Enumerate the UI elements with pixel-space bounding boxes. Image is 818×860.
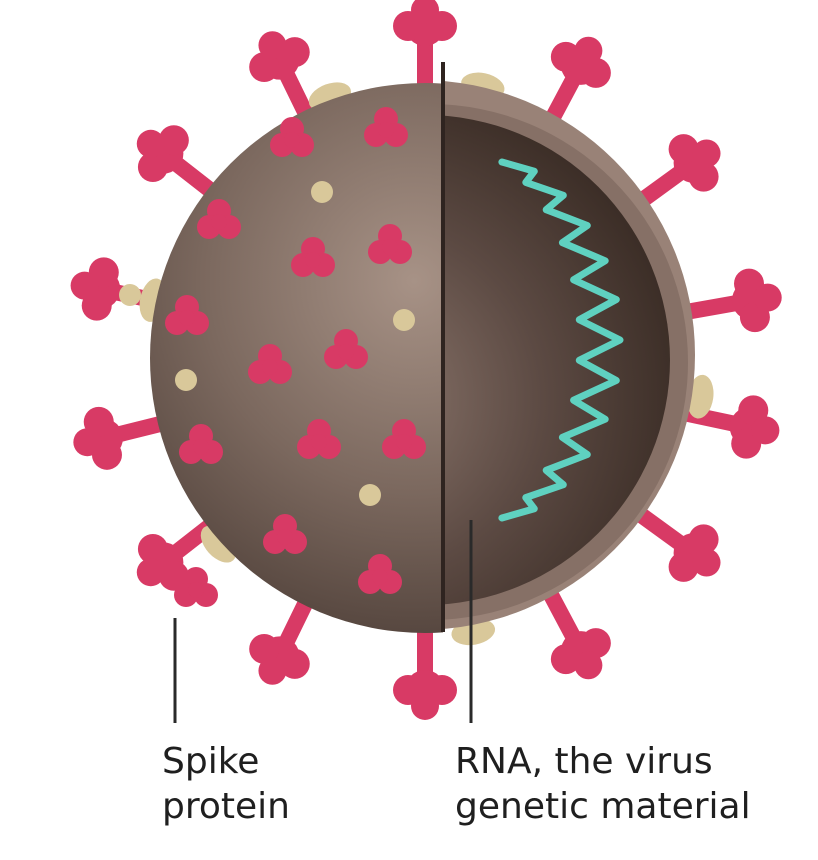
rna-strand-icon: [498, 158, 624, 522]
rna-label-line2: genetic material: [455, 786, 751, 827]
lipid-particle-icon: [119, 284, 141, 306]
virus-cutaway-half: [443, 81, 695, 629]
spike-protein-icon: [324, 329, 368, 369]
spike-protein-icon: [174, 567, 218, 607]
lipid-particle-icon: [359, 484, 381, 506]
spike-protein-icon: [263, 514, 307, 554]
spike-protein-icon: [249, 31, 328, 151]
lipid-particle-icon: [175, 369, 197, 391]
spike-protein-icon: [368, 224, 412, 264]
spike-protein-icon: [297, 419, 341, 459]
virus-surface-half: [119, 83, 443, 633]
spike-protein-icon: [364, 107, 408, 147]
lipid-particle-icon: [393, 309, 415, 331]
lipid-particle-icon: [311, 181, 333, 203]
spike-protein-icon: [165, 295, 209, 335]
surface-particles: [119, 107, 426, 607]
spike-proteins: [70, 0, 782, 720]
spike-protein-icon: [270, 117, 314, 157]
spike-protein-icon: [248, 344, 292, 384]
spike-protein-icon: [382, 419, 426, 459]
rna-label-line1: RNA, the virus: [455, 741, 713, 782]
virus-interior: [443, 115, 670, 605]
lipid-particle-icon: [687, 374, 714, 419]
spike-label-line2: protein: [162, 786, 290, 827]
spike-protein-icon: [358, 554, 402, 594]
spike-protein-icon: [291, 237, 335, 277]
spike-protein-icon: [197, 199, 241, 239]
spike-protein-icon: [179, 424, 223, 464]
spike-label-line1: Spike: [162, 741, 259, 782]
